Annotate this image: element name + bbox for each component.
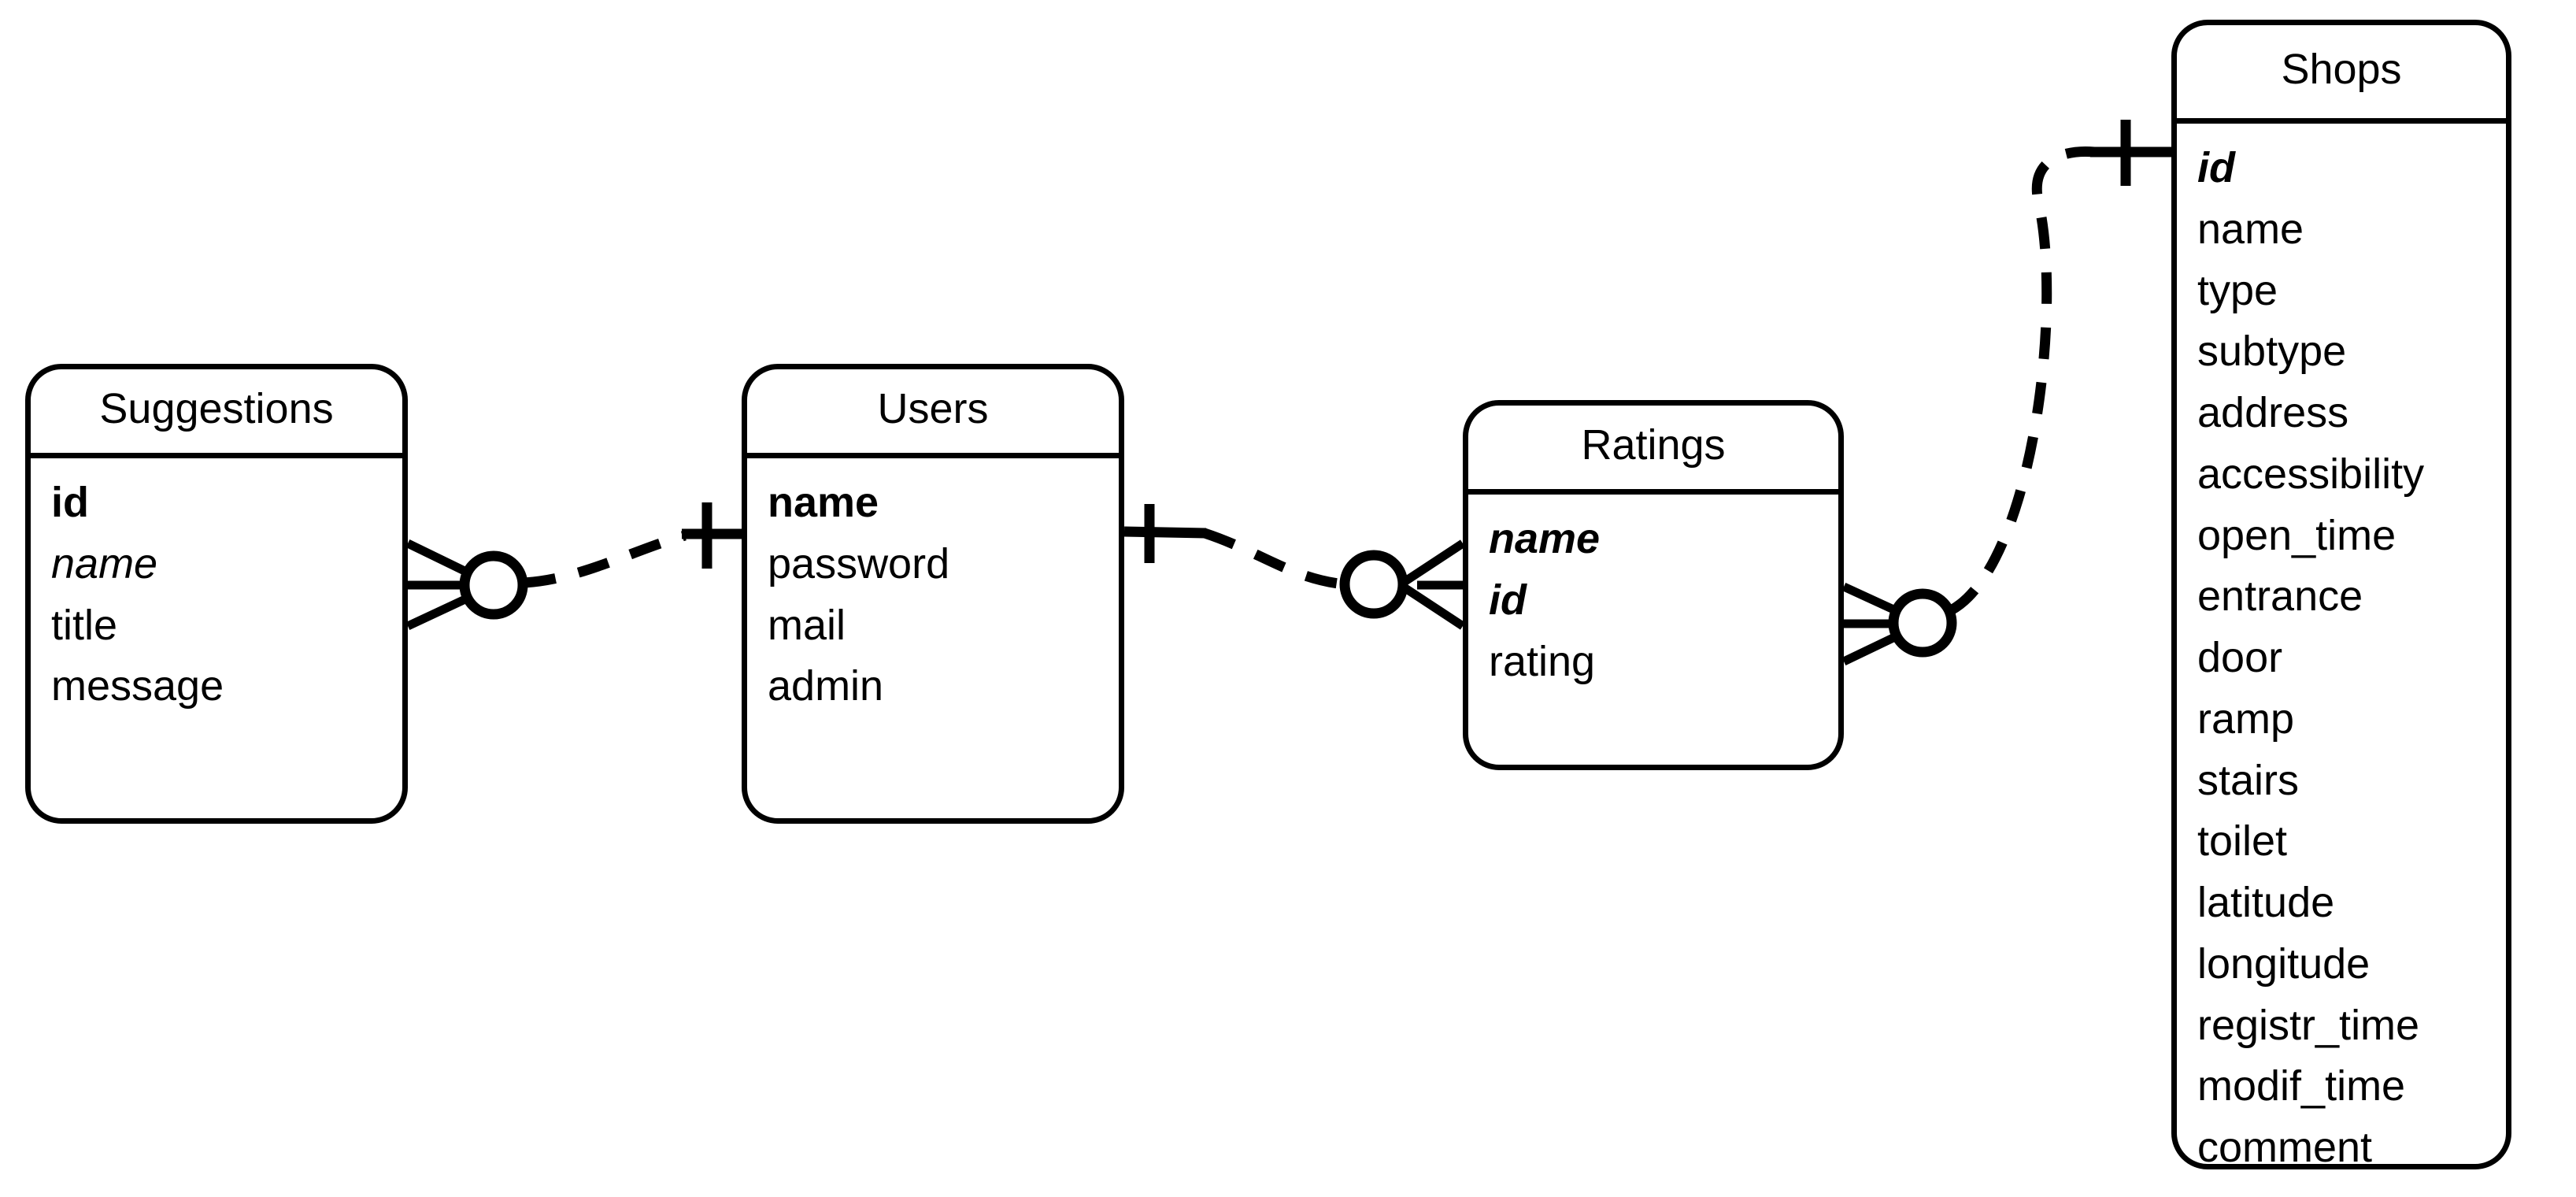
one-marker-users — [682, 502, 742, 569]
field-name: name — [1489, 515, 1601, 562]
field-name: name — [768, 479, 879, 526]
edge-line-users-ratings — [1202, 528, 1345, 590]
entity-suggestions-fields: id name title message — [31, 458, 402, 717]
field-toilet: toilet — [2197, 817, 2288, 865]
entity-shops[interactable]: Shops id name type subtype address accessibil… — [2171, 20, 2511, 1171]
crowsfoot-zero-or-many-suggestions — [405, 539, 528, 630]
field-subtype: subtype — [2197, 328, 2347, 376]
crowsfoot-zero-or-many-ratings-left — [1339, 539, 1466, 630]
field-password: password — [768, 539, 950, 587]
field-address: address — [2197, 389, 2349, 436]
field-name: name — [2197, 205, 2304, 253]
field-accessibility: accessibility — [2197, 450, 2425, 498]
entity-users[interactable]: Users name password mail admin — [742, 364, 1124, 824]
field-ramp: ramp — [2197, 695, 2295, 743]
field-entrance: entrance — [2197, 573, 2363, 621]
entity-suggestions[interactable]: Suggestions id name title message — [25, 364, 408, 824]
field-id: id — [2197, 144, 2235, 191]
field-stairs: stairs — [2197, 756, 2300, 804]
field-latitude: latitude — [2197, 879, 2335, 926]
field-modif_time: modif_time — [2197, 1062, 2406, 1110]
entity-ratings-title: Ratings — [1468, 406, 1838, 495]
one-marker-shops — [2090, 120, 2171, 186]
field-door: door — [2197, 634, 2283, 681]
entity-ratings[interactable]: Ratings name id rating — [1463, 400, 1844, 770]
field-longitude: longitude — [2197, 939, 2371, 988]
field-title: title — [51, 601, 118, 649]
field-comment: comment — [2197, 1124, 2373, 1171]
field-id: id — [51, 479, 89, 526]
field-open_time: open_time — [2197, 511, 2396, 559]
field-admin: admin — [768, 662, 884, 710]
field-registr_time: registr_time — [2197, 1001, 2420, 1049]
edge-line-suggestions-users — [524, 530, 687, 588]
field-message: message — [51, 662, 224, 710]
one-marker-users-right — [1123, 504, 1207, 563]
field-rating: rating — [1489, 637, 1596, 685]
relationship-suggestions-users[interactable] — [405, 502, 742, 630]
entity-shops-fields: id name type subtype address accessibility ope… — [2177, 124, 2506, 1179]
entity-ratings-fields: name id rating — [1468, 495, 1838, 692]
crowsfoot-zero-or-many-ratings-right — [1841, 583, 1957, 665]
relationship-ratings-shops[interactable] — [1841, 120, 2171, 665]
entity-users-title: Users — [747, 369, 1119, 458]
field-id: id — [1489, 576, 1527, 624]
entity-suggestions-title: Suggestions — [31, 369, 402, 458]
entity-users-fields: name password mail admin — [747, 458, 1119, 717]
entity-shops-title: Shops — [2177, 25, 2506, 124]
field-name: name — [51, 539, 158, 587]
field-type: type — [2197, 266, 2278, 314]
edge-line-ratings-shops — [1948, 146, 2095, 615]
field-mail: mail — [768, 601, 846, 649]
relationship-users-ratings[interactable] — [1123, 504, 1466, 630]
